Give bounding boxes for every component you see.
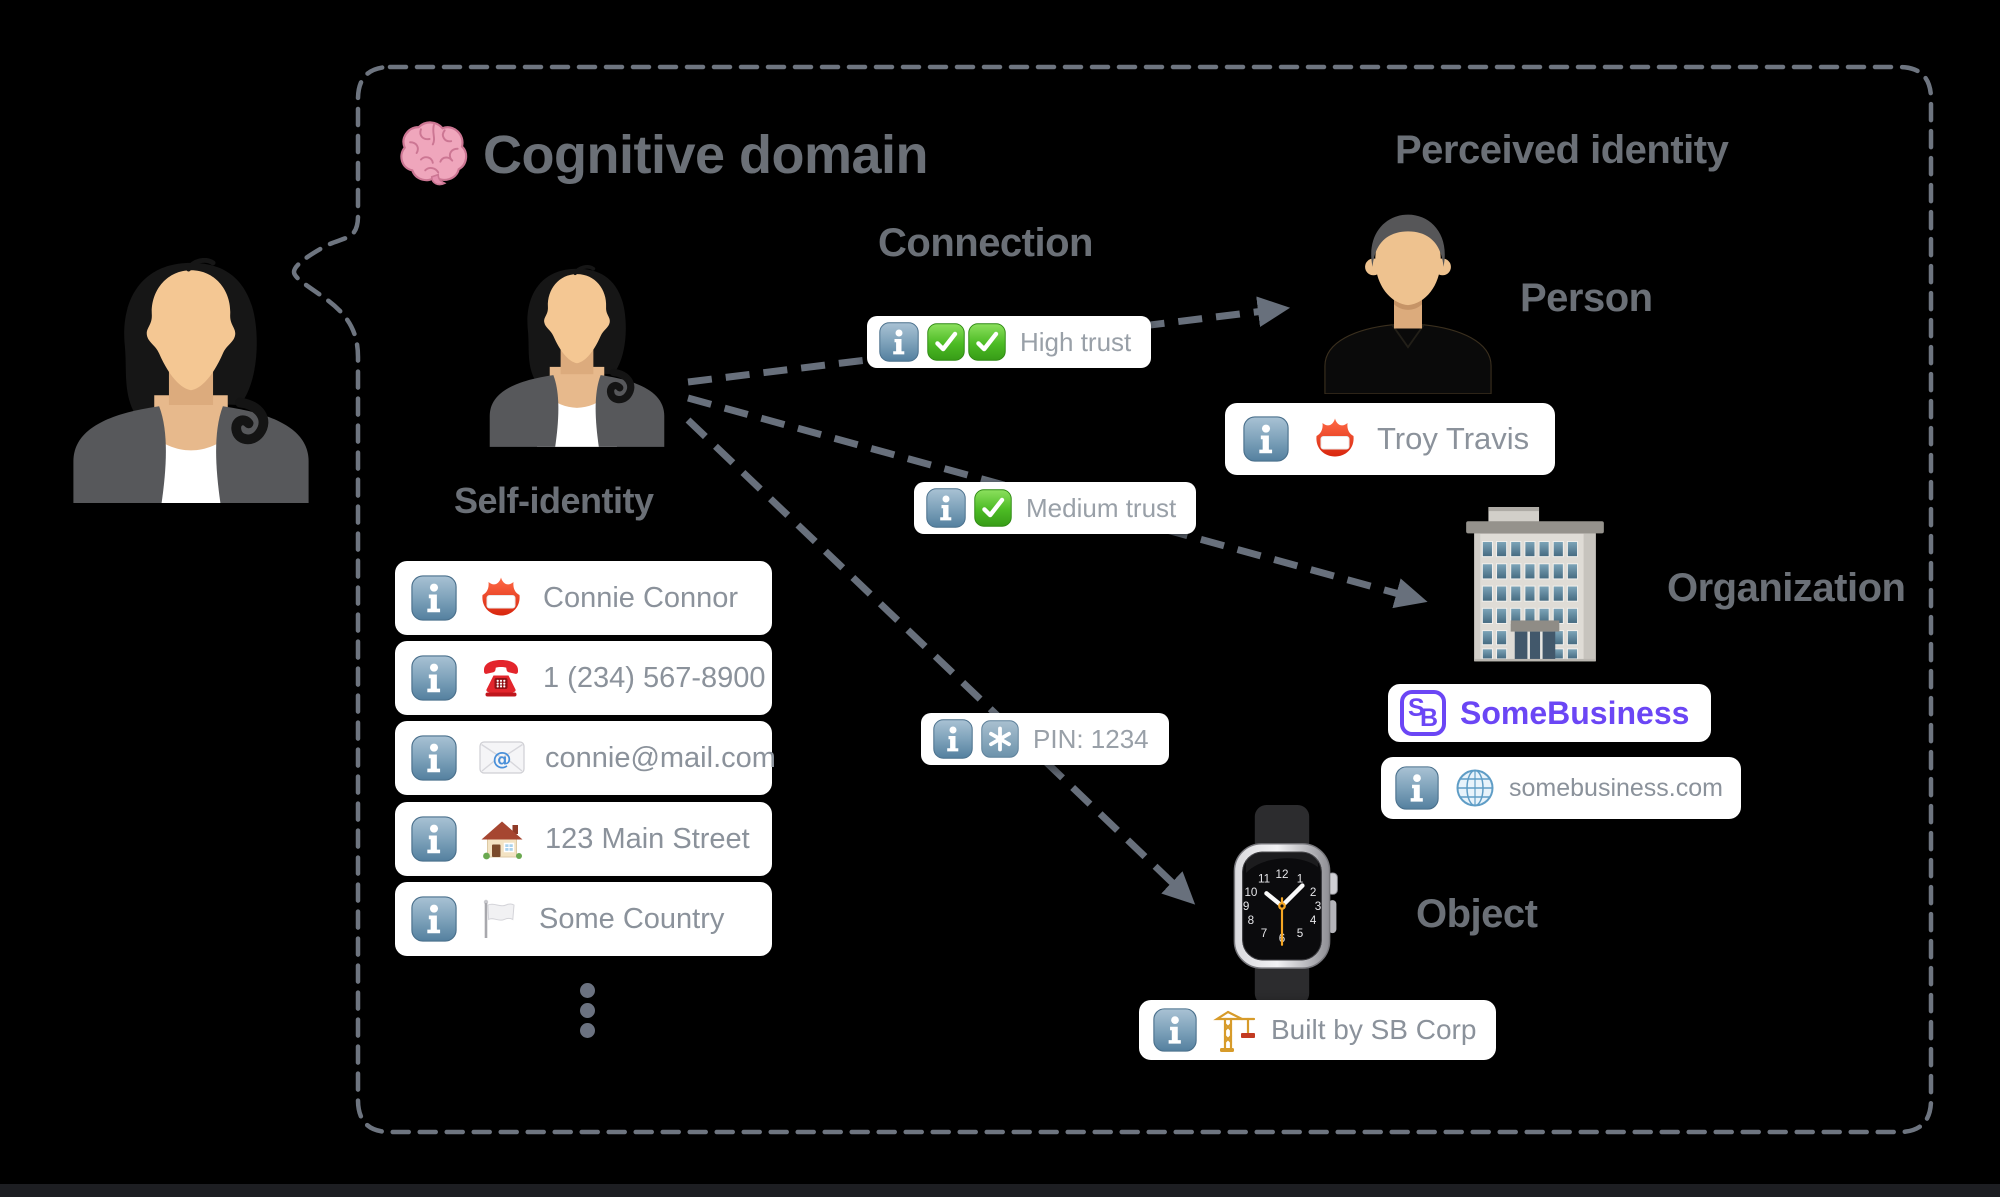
check-icon xyxy=(968,323,1006,361)
office-building-icon xyxy=(1466,507,1604,662)
house-icon xyxy=(480,820,524,860)
info-icon xyxy=(1153,1008,1197,1052)
watch-numeral: 12 xyxy=(1276,868,1289,881)
identity-name-value: Connie Connor xyxy=(543,581,739,614)
arrow-to-organization xyxy=(687,394,1428,609)
connection-label: Connection xyxy=(878,221,1093,265)
identity-email-value: connie@mail.com xyxy=(545,741,776,774)
person-name-card: Troy Travis xyxy=(1225,403,1556,475)
info-icon xyxy=(1243,416,1289,462)
medium-trust-badge: Medium trust xyxy=(914,482,1197,534)
pin-badge: PIN: 1234 xyxy=(921,713,1169,765)
perceived-identity-label: Perceived identity xyxy=(1395,128,1729,172)
info-icon xyxy=(411,735,457,781)
flag-icon xyxy=(482,898,516,940)
email-icon xyxy=(479,741,525,774)
high-trust-label: High trust xyxy=(1020,326,1132,357)
watch-numeral: 10 xyxy=(1244,886,1257,899)
organization-label: Organization xyxy=(1667,566,1906,610)
watch-numeral: 8 xyxy=(1248,914,1254,927)
organization-name-card: S B SomeBusiness xyxy=(1388,684,1712,742)
person-name-value: Troy Travis xyxy=(1377,421,1530,456)
identity-country-value: Some Country xyxy=(539,902,725,935)
organization-name-value: SomeBusiness xyxy=(1460,694,1690,731)
person-man-avatar xyxy=(1323,213,1493,394)
watch-numeral: 9 xyxy=(1243,900,1249,913)
identity-card-address: 123 Main Street xyxy=(395,802,772,876)
info-icon xyxy=(933,719,973,759)
watch-numeral: 1 xyxy=(1297,873,1303,886)
check-icon xyxy=(927,323,965,361)
arrow-to-person xyxy=(687,296,1291,386)
vertical-ellipsis-icon xyxy=(580,983,595,1038)
watch-numeral: 7 xyxy=(1261,927,1267,940)
name-badge-icon xyxy=(481,577,521,616)
pin-label: PIN: 1234 xyxy=(1033,723,1149,754)
medium-trust-label: Medium trust xyxy=(1026,492,1177,523)
self-identity-label: Self-identity xyxy=(454,480,654,521)
object-builder-card: Built by SB Corp xyxy=(1139,1000,1497,1060)
observer-woman-avatar xyxy=(56,258,326,503)
somebusiness-logo-icon: S B xyxy=(1400,690,1446,736)
high-trust-badge: High trust xyxy=(867,316,1152,368)
name-badge-icon xyxy=(1315,418,1355,457)
identity-card-name: Connie Connor xyxy=(395,561,772,635)
identity-phone-value: 1 (234) 567-8900 xyxy=(543,661,766,694)
info-icon xyxy=(411,655,457,701)
logo-letter: B xyxy=(1419,704,1438,732)
keycap-asterisk-icon xyxy=(981,720,1019,758)
bottom-edge-bar xyxy=(0,1184,2000,1197)
person-label: Person xyxy=(1520,276,1653,320)
info-icon xyxy=(926,488,966,528)
info-icon xyxy=(879,322,919,362)
crane-icon xyxy=(1215,1010,1257,1052)
object-builder-value: Built by SB Corp xyxy=(1271,1014,1477,1045)
watch-numeral: 3 xyxy=(1315,900,1321,913)
info-icon xyxy=(1395,766,1439,810)
watch-numeral: 2 xyxy=(1310,886,1316,899)
watch-numeral: 5 xyxy=(1297,927,1303,940)
identity-card-email: connie@mail.com xyxy=(395,721,776,795)
identity-card-country: Some Country xyxy=(395,882,772,956)
info-icon xyxy=(411,896,457,942)
telephone-icon xyxy=(484,660,518,697)
watch-numeral: 4 xyxy=(1310,914,1317,927)
check-icon xyxy=(974,489,1012,527)
identity-card-phone: 1 (234) 567-8900 xyxy=(395,641,772,715)
info-icon xyxy=(411,816,457,862)
object-label: Object xyxy=(1416,892,1538,936)
globe-icon xyxy=(1456,769,1494,807)
brain-icon xyxy=(400,121,468,186)
page-title: Cognitive domain xyxy=(483,125,929,185)
watch-icon: 12 1 2 3 4 5 6 7 8 9 10 11 xyxy=(1233,804,1338,1006)
watch-numeral: 11 xyxy=(1258,873,1270,886)
organization-website-card: somebusiness.com xyxy=(1381,757,1741,819)
logo-letter: S xyxy=(1408,694,1425,722)
identity-address-value: 123 Main Street xyxy=(545,822,750,855)
organization-website-value: somebusiness.com xyxy=(1509,773,1723,802)
self-identity-woman-avatar xyxy=(477,265,677,447)
info-icon xyxy=(411,575,457,621)
